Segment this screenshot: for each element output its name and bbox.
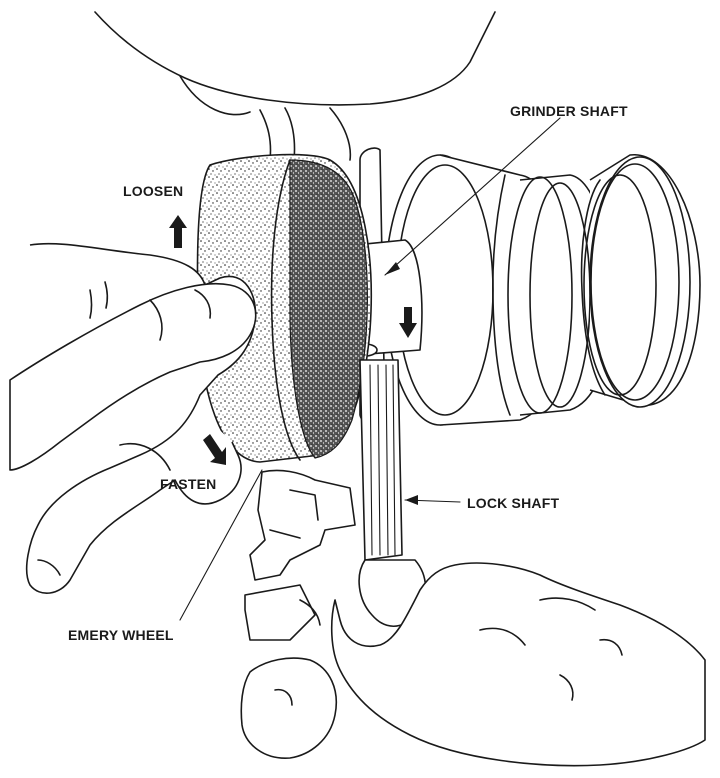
- lock-shaft: [360, 360, 402, 560]
- emery-wheel-label: EMERY WHEEL: [68, 627, 174, 643]
- loosen-arrow-icon: [169, 215, 187, 248]
- lock-shaft-label: LOCK SHAFT: [467, 495, 559, 511]
- upper-pulley: [95, 12, 495, 160]
- right-hand: [241, 560, 705, 766]
- fasten-label: FASTEN: [160, 476, 216, 492]
- loosen-label: LOOSEN: [123, 183, 183, 199]
- grinder-shaft-label: GRINDER SHAFT: [510, 103, 628, 119]
